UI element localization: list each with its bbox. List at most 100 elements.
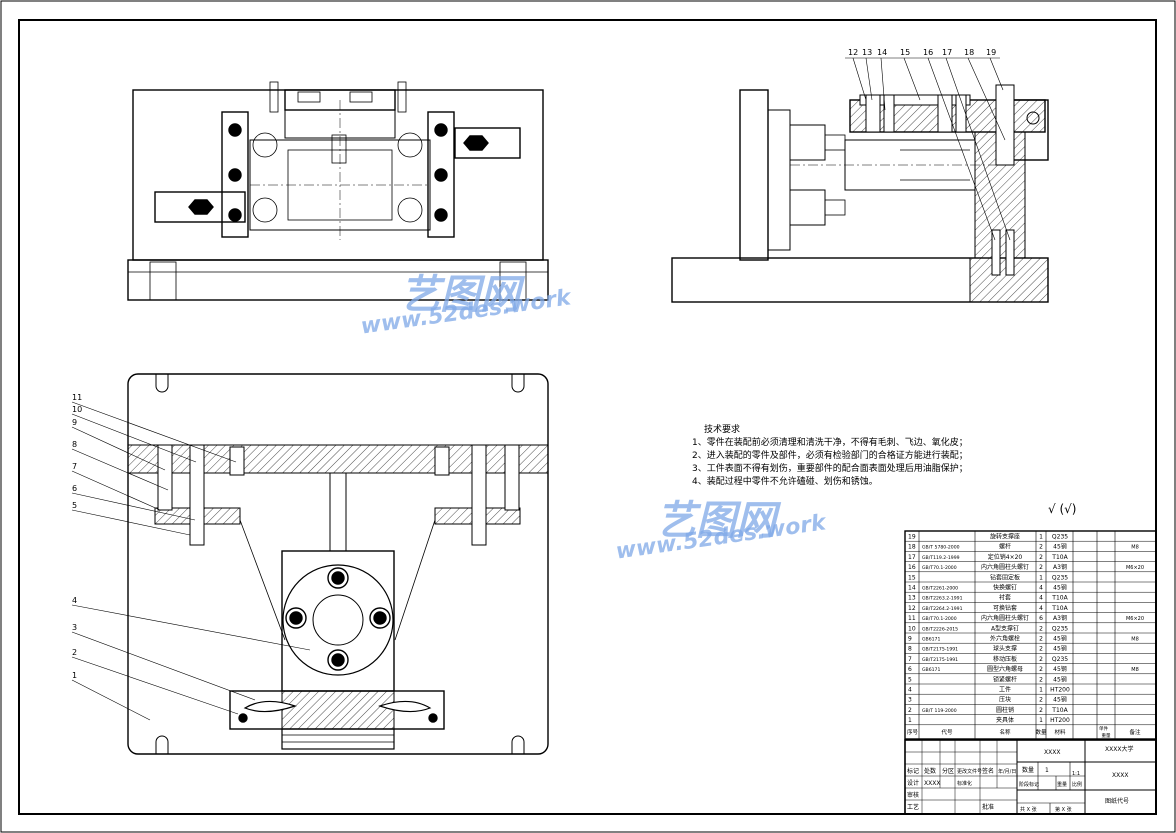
watermark-brand-1: 艺图网 [400,272,520,318]
bom-cell-mat: 45钢 [1053,645,1067,653]
bom-cell-mat: 45钢 [1053,665,1067,673]
tb-stage: 阶段标记 [1019,781,1039,788]
bom-cell-no: 12 [908,605,916,612]
bom-cell-note: M8 [1131,545,1139,551]
bom-cell-mat: T10A [1051,707,1068,714]
callout-9: 9 [72,418,77,427]
tb-approve: 批准 [982,803,994,811]
bill-of-materials [904,530,1157,740]
plan-view-leaders [71,401,311,721]
bom-cell-qty: 1 [1039,687,1043,694]
bom-cell-mat: HT200 [1050,717,1070,724]
callout-6: 6 [72,484,77,493]
bom-cell-name: 钻套固定板 [990,573,1020,581]
bom-cell-name: 移动压板 [993,655,1017,663]
callout-11: 11 [72,393,82,402]
bom-cell-no: 16 [908,564,916,571]
tech-line-4: 4、装配过程中零件不允许磕碰、划伤和锈蚀。 [692,477,878,487]
bom-cell-name: 压块 [999,696,1011,704]
bom-cell-qty: 1 [1039,534,1043,541]
side-view-leaders [845,57,1011,241]
tb-qty-label: 数量 [1022,766,1034,774]
bom-cell-code: GB/T70.1-2000 [922,565,957,571]
bom-cell-code: GB/T2264.2-1991 [922,606,963,612]
bom-cell-code: GB/T2175-1991 [922,647,958,653]
title-block [904,739,1157,815]
bom-cell-qty: 2 [1039,554,1043,561]
bom-cell-qty: 2 [1039,625,1043,632]
bom-cell-qty: 1 [1039,574,1043,581]
bom-cell-code: GB/T2226-2015 [922,626,958,632]
bom-header-note: 备注 [1129,728,1141,736]
bom-cell-qty: 2 [1039,564,1043,571]
callout-14: 14 [877,48,887,57]
tech-line-3: 3、工件表面不得有划伤，重要部件的配合面表面处理后用油脂保护； [692,464,968,474]
bom-cell-name: 外六角螺栓 [990,635,1020,643]
tb-weight: 重量 [1057,781,1067,788]
bom-cell-mat: 45钢 [1053,675,1067,683]
surface-roughness-symbol: √ (√) [1048,502,1077,516]
front-view [127,81,549,301]
plan-view-callouts: 11 10 9 8 7 6 5 4 3 2 1 [72,393,82,680]
bom-header-name: 名称 [999,728,1011,736]
bom-cell-name: 球头支撑 [993,645,1017,653]
bom-cell-qty: 2 [1039,544,1043,551]
callout-1: 1 [72,671,77,680]
tb-review: 审核 [907,791,919,799]
bom-cell-code: GB/T 119-2000 [922,708,957,714]
bom-cell-name: 快换螺钉 [993,584,1017,592]
plan-view [127,373,549,755]
bom-cell-code: GB/T70.1-2000 [922,616,957,622]
bom-cell-no: 18 [908,544,916,551]
tb-change-no: 更改文件号 [957,768,982,775]
bom-cell-no: 10 [908,625,916,632]
bom-cell-mat: Q235 [1052,656,1068,663]
bom-header-no: 序号 [907,728,919,736]
bom-cell-no: 19 [908,534,916,541]
bom-cell-qty: 2 [1039,646,1043,653]
bom-header-weight: 重量 [1102,732,1111,739]
bom-cell-name: 锁紧螺杆 [993,675,1017,683]
callout-18: 18 [964,48,974,57]
bom-cell-name: 旋转支撑座 [990,533,1020,541]
tech-title: 技术要求 [704,425,741,435]
bom-cell-mat: A3钢 [1053,614,1067,622]
bom-cell-name: 内六角圆柱头螺钉 [981,614,1029,622]
tech-line-1: 1、零件在装配前必须清理和清洗干净，不得有毛刺、飞边、氧化皮； [692,438,968,448]
bom-cell-note: M6×20 [1126,565,1144,571]
bom-cell-no: 7 [908,656,912,663]
bom-cell-mat: T10A [1051,605,1068,612]
callout-5: 5 [72,501,77,510]
bom-cell-name: 夹具体 [996,716,1014,724]
tb-scale-label: 比例 [1072,781,1082,788]
tb-zone: 分区 [942,767,954,775]
callout-10: 10 [72,405,82,414]
tb-code: XXXX [1112,772,1128,779]
callout-2: 2 [72,648,77,657]
tb-count: 处数 [924,767,936,775]
bom-cell-qty: 2 [1039,636,1043,643]
bom-cell-code: GB6171 [922,637,940,643]
callout-7: 7 [72,462,77,471]
tb-design-name: XXXX [924,780,940,787]
bom-cell-qty: 4 [1039,605,1043,612]
tb-drawing-name: XXXX [1044,749,1060,756]
bom-cell-no: 5 [908,676,912,683]
side-view [671,84,1049,303]
tb-drawing-no: 图纸代号 [1105,797,1129,805]
callout-13: 13 [862,48,872,57]
bom-cell-no: 1 [908,717,912,724]
tb-sheet-no: 第 X 张 [1055,806,1072,813]
bom-cell-no: 17 [908,554,916,561]
bom-cell-mat: 45钢 [1053,696,1067,704]
bom-cell-name: 可换钻套 [993,604,1017,612]
bom-cell-name: A型支撑钉 [991,624,1019,632]
bom-cell-mat: 45钢 [1053,543,1067,551]
bom-cell-name: 内六角圆柱头螺钉 [981,563,1029,571]
bom-cell-name: 圆型六角螺母 [987,665,1023,673]
callout-16: 16 [923,48,933,57]
bom-cell-mat: HT200 [1050,687,1070,694]
tb-sheet-total: 共 X 张 [1020,806,1037,813]
